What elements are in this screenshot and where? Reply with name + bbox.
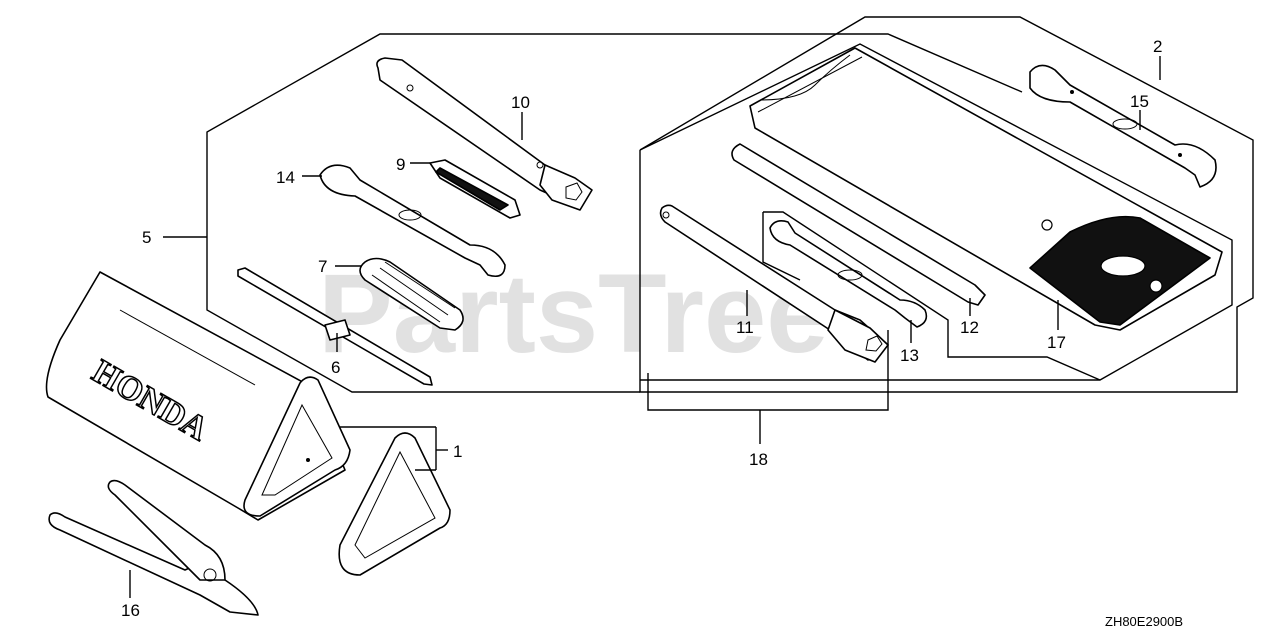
callout-2: 2 [1153,37,1162,56]
callout-15: 15 [1130,92,1149,111]
group-outline-5 [206,33,1023,393]
screwdriver-bit-9 [429,159,521,219]
callout-14: 14 [276,168,295,187]
box-wrench-11 [659,204,889,363]
end-cap [338,432,451,576]
extension-bar-12 [731,143,986,306]
pliers-16 [48,479,259,616]
group-outline-18 [647,330,889,411]
callout-17: 17 [1047,333,1066,352]
callout-10: 10 [511,93,530,112]
tool-case-1: HONDA [45,271,351,521]
drawing-code: ZH80E2900B [1105,614,1183,629]
callout-7: 7 [318,257,327,276]
callout-5: 5 [142,228,151,247]
open-wrench-15 [1029,64,1217,188]
callout-11: 11 [736,318,754,337]
open-wrench-14 [319,164,506,278]
group-outline-13b [762,212,801,281]
open-wrench-13 [769,220,928,328]
group-outline-17 [639,43,1233,381]
screwdriver-handle-7 [359,257,464,331]
callout-12: 12 [960,318,979,337]
callout-1: 1 [453,442,462,461]
callout-16: 16 [121,601,140,620]
group-outline-13 [763,211,1101,381]
callout-13: 13 [900,346,919,365]
callout-6: 6 [331,358,340,377]
screwdriver-shaft-6 [237,267,433,386]
callout-9: 9 [396,155,405,174]
group-outline-2 [639,16,1254,393]
callout-18: 18 [749,450,768,469]
tool-bag-17 [749,47,1223,331]
socket-wrench-10 [376,57,593,211]
